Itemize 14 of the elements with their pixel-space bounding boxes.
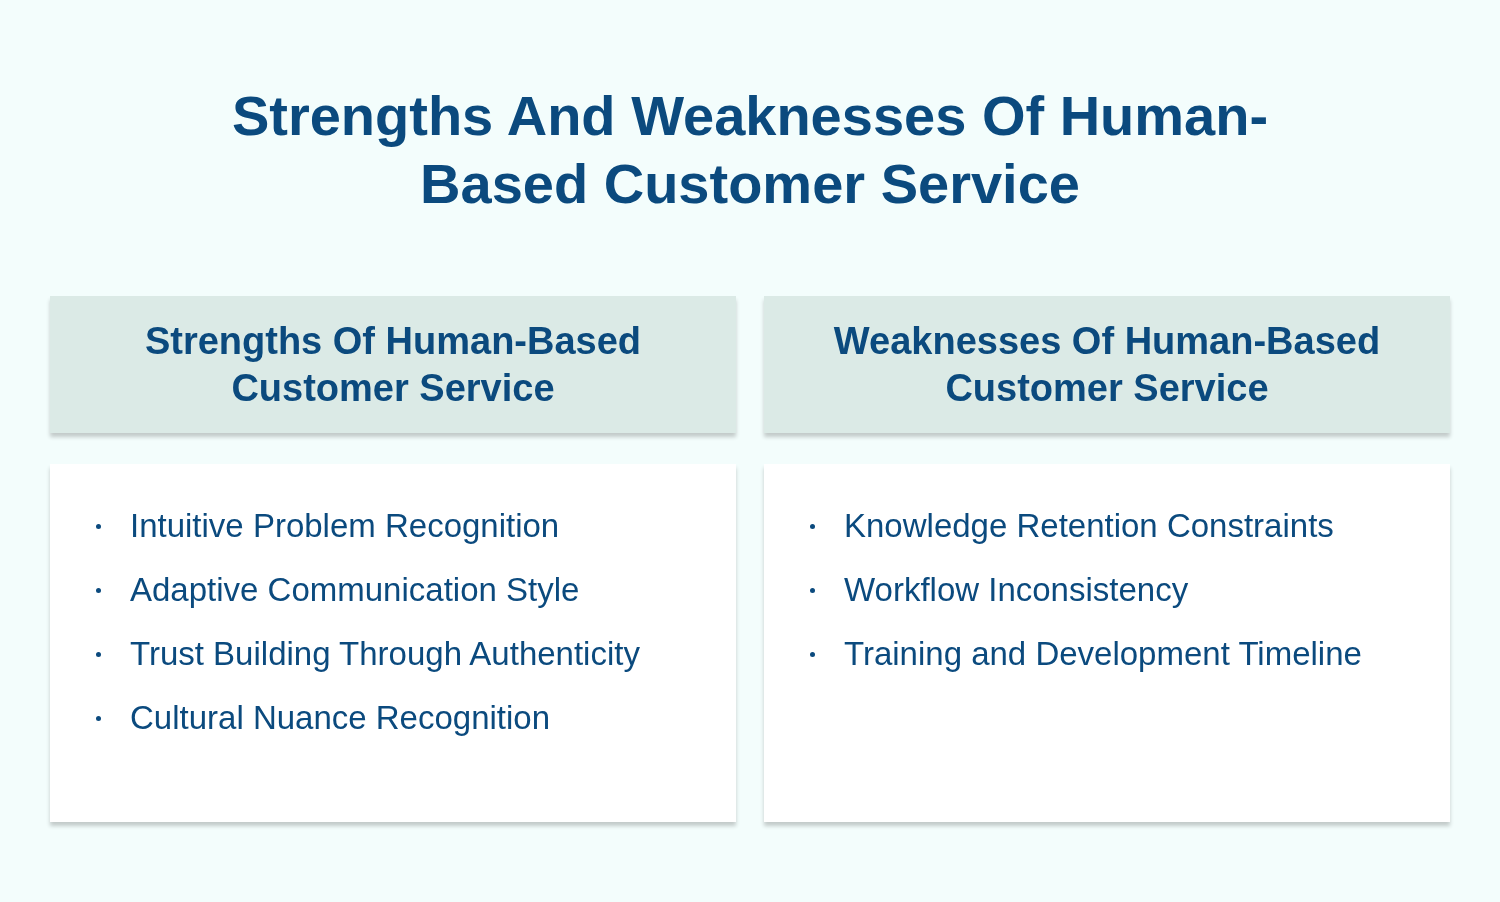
bullet-item: Adaptive Communication Style bbox=[74, 568, 696, 612]
title: Strengths And Weaknesses Of Human-Based Customer Service bbox=[230, 83, 1270, 217]
list-card bbox=[764, 464, 1450, 822]
bullet-item: Trust Building Through Authenticity bbox=[74, 632, 696, 676]
header-panel bbox=[764, 296, 1450, 433]
column-heading: Strengths Of Human-Based Customer Service bbox=[143, 318, 643, 411]
column-heading: Weaknesses Of Human-Based Customer Service bbox=[832, 318, 1382, 411]
bullet-item: Training and Development Timeline bbox=[788, 632, 1410, 676]
bullet-item: Intuitive Problem Recognition bbox=[74, 504, 696, 548]
bullet-item: Cultural Nuance Recognition bbox=[74, 696, 696, 740]
bullet-item: Knowledge Retention Constraints bbox=[788, 504, 1410, 548]
header-panel bbox=[50, 296, 736, 433]
bullet-item: Workflow Inconsistency bbox=[788, 568, 1410, 612]
list-card bbox=[50, 464, 736, 822]
